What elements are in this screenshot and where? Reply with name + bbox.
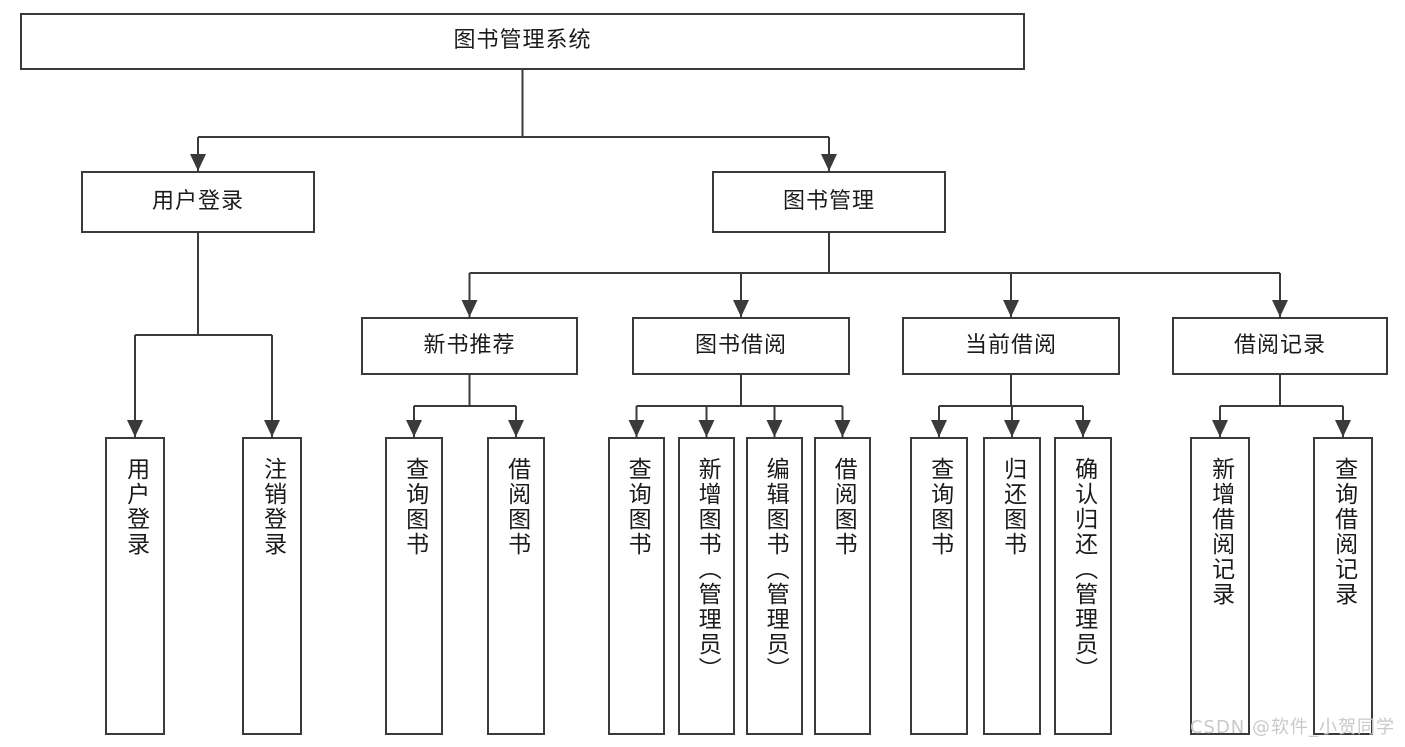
arrowhead	[1272, 300, 1288, 317]
node-label: 编辑图书（管理员）	[762, 457, 789, 682]
node-new-book-rec[interactable]: 新书推荐	[361, 317, 578, 375]
node-leaf-borrow-book-1[interactable]: 借阅图书	[487, 437, 545, 735]
arrowhead	[1004, 420, 1020, 437]
node-leaf-query-book-1[interactable]: 查询图书	[385, 437, 443, 735]
node-leaf-user-login[interactable]: 用户登录	[105, 437, 165, 735]
node-current-borrow[interactable]: 当前借阅	[902, 317, 1120, 375]
node-leaf-add-book[interactable]: 新增图书（管理员）	[678, 437, 735, 735]
node-label: 查询借阅记录	[1330, 457, 1357, 607]
node-leaf-return-book[interactable]: 归还图书	[983, 437, 1041, 735]
node-label: 借阅记录	[1233, 332, 1326, 358]
node-label: 借阅图书	[503, 457, 530, 557]
node-user-login[interactable]: 用户登录	[81, 171, 315, 233]
node-leaf-edit-book[interactable]: 编辑图书（管理员）	[746, 437, 803, 735]
node-leaf-borrow-book-2[interactable]: 借阅图书	[814, 437, 871, 735]
node-label: 图书借阅	[694, 332, 787, 358]
node-leaf-add-record[interactable]: 新增借阅记录	[1190, 437, 1250, 735]
arrowhead	[733, 300, 749, 317]
node-leaf-logout[interactable]: 注销登录	[242, 437, 302, 735]
node-borrow-record[interactable]: 借阅记录	[1172, 317, 1388, 375]
node-book-borrow[interactable]: 图书借阅	[632, 317, 850, 375]
node-root[interactable]: 图书管理系统	[20, 13, 1025, 70]
node-leaf-query-record[interactable]: 查询借阅记录	[1313, 437, 1373, 735]
arrowhead	[461, 300, 478, 317]
node-label: 用户登录	[151, 188, 244, 214]
arrowhead	[1212, 420, 1228, 437]
arrowhead	[931, 420, 947, 437]
node-label: 新增图书（管理员）	[694, 457, 721, 682]
node-label: 借阅图书	[830, 457, 857, 557]
arrowhead	[127, 420, 143, 437]
node-label: 注销登录	[259, 457, 286, 557]
arrowhead	[190, 154, 206, 171]
arrowhead	[628, 420, 645, 437]
arrowhead	[508, 420, 524, 437]
node-label: 图书管理系统	[453, 28, 592, 54]
watermark-text: CSDN @软件_小贺同学	[1189, 717, 1395, 738]
arrowhead	[834, 420, 851, 437]
node-leaf-confirm-return[interactable]: 确认归还（管理员）	[1054, 437, 1112, 735]
node-label: 归还图书	[999, 457, 1026, 557]
arrowhead	[1075, 420, 1091, 437]
node-label: 确认归还（管理员）	[1070, 457, 1097, 682]
arrowhead	[766, 420, 783, 437]
node-label: 新书推荐	[423, 332, 516, 358]
node-label: 查询图书	[401, 457, 428, 557]
node-leaf-query-book-2[interactable]: 查询图书	[608, 437, 665, 735]
arrowhead	[406, 420, 422, 437]
node-label: 新增借阅记录	[1207, 457, 1234, 607]
node-label: 用户登录	[122, 457, 149, 557]
node-label: 查询图书	[624, 457, 651, 557]
arrowhead	[821, 154, 837, 171]
arrowhead	[264, 420, 280, 437]
node-label: 当前借阅	[964, 332, 1057, 358]
node-label: 图书管理	[782, 188, 875, 214]
arrowhead	[1335, 420, 1351, 437]
node-label: 查询图书	[926, 457, 953, 557]
node-book-manage[interactable]: 图书管理	[712, 171, 946, 233]
arrowhead	[698, 420, 715, 437]
node-leaf-query-book-3[interactable]: 查询图书	[910, 437, 968, 735]
arrowhead	[1003, 300, 1019, 317]
